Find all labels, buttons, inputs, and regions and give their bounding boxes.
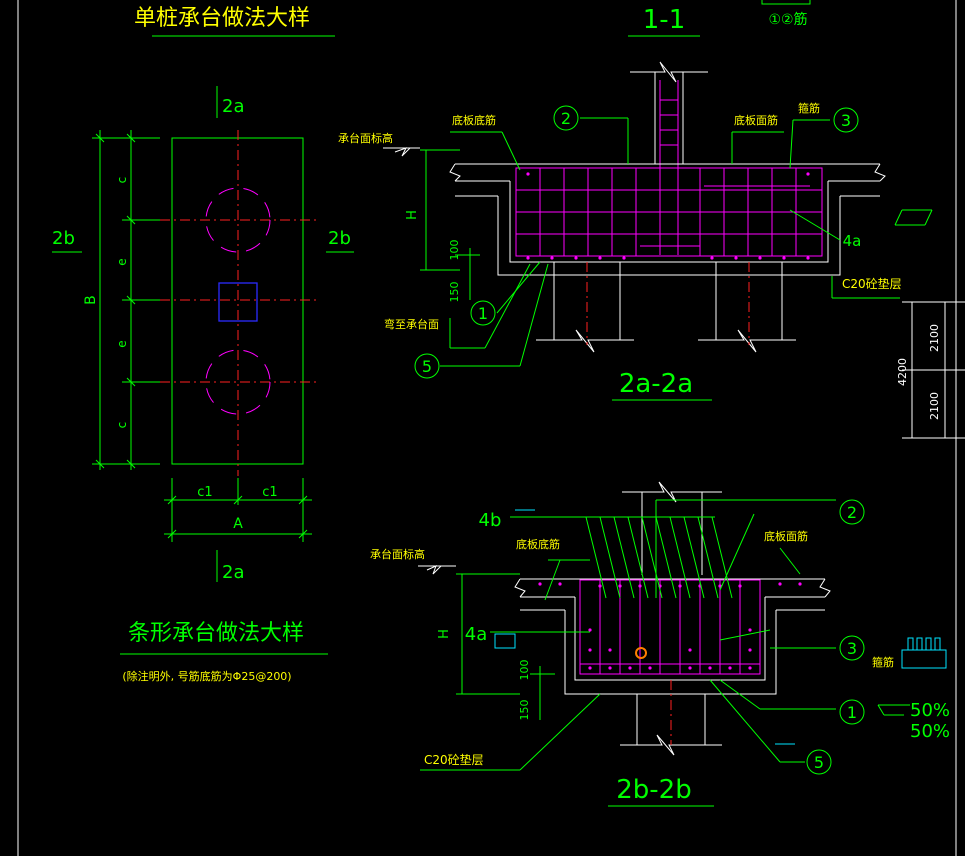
dim-H-upper: H	[405, 210, 420, 220]
svg-text:5: 5	[422, 357, 432, 376]
section-2a-2a: 2 3 4a 1 5 底板底筋 底板面筋 箍筋 承台面标高 弯至承台面 C20砼…	[338, 61, 933, 401]
dim-c1-left: c1	[197, 485, 212, 500]
label-cap-top-level-lower: 承台面标高	[370, 547, 425, 561]
svg-text:1: 1	[847, 703, 857, 722]
pct-50-upper: 50%	[910, 700, 950, 721]
marker-orange	[635, 647, 647, 659]
dim-150-upper: 150	[448, 282, 461, 303]
dim-lower-2100: 2100	[928, 392, 941, 420]
section-2a-2a-label: 2a-2a	[619, 369, 693, 399]
callout-4a-upper: 4a	[843, 232, 862, 250]
legend-box: ①②筋	[761, 0, 811, 28]
drawing-frame	[17, 0, 957, 856]
svg-text:3: 3	[847, 639, 857, 658]
section-2b-2b: 底板底筋 底板面筋 承台面标高 箍筋 C20砼垫层 H 100 150 4b 2…	[370, 481, 950, 807]
svg-text:1: 1	[478, 304, 488, 323]
plan-view: B c e e c c1 c1 A 2a 2a 2b 2b	[52, 86, 354, 583]
callout-1-lower	[839, 699, 865, 725]
dim-H-lower: H	[437, 629, 452, 639]
label-c20-cushion-lower: C20砼垫层	[424, 752, 484, 767]
cut-2b-right: 2b	[328, 228, 351, 249]
dim-e-upper: e	[115, 258, 129, 265]
label-stirrup-upper: 箍筋	[798, 101, 820, 115]
title-single-pile: 单桩承台做法大样	[134, 6, 335, 37]
label-c20-cushion-upper: C20砼垫层	[842, 276, 902, 291]
section-1-1-label: 1-1	[643, 5, 685, 35]
label-bent-to-cap-top: 弯至承台面	[384, 317, 439, 331]
callout-2-upper	[553, 105, 579, 131]
dim-c-bottom: c	[115, 422, 129, 429]
label-bottom-bottom-rebar-upper: 底板底筋	[452, 113, 496, 127]
dim-A: A	[233, 516, 243, 532]
label-cap-top-level-upper: 承台面标高	[338, 131, 393, 145]
dim-total-4200: 4200	[896, 358, 909, 386]
svg-text:5: 5	[814, 753, 824, 772]
dim-c1-right: c1	[262, 485, 277, 500]
section-2b-2b-label: 2b-2b	[616, 775, 691, 805]
callout-2-lower	[839, 499, 865, 525]
svg-text:2: 2	[847, 503, 857, 522]
label-stirrup-lower: 箍筋	[872, 655, 894, 669]
callout-5-lower	[806, 749, 832, 775]
legend-box-label: ①②筋	[768, 11, 807, 28]
section-title-1-1: 1-1	[628, 5, 700, 37]
column-rect	[218, 282, 258, 322]
callout-4a-lower: 4a	[465, 624, 487, 645]
svg-text:3: 3	[841, 111, 851, 130]
label-bottom-top-rebar-lower: 底板面筋	[764, 529, 808, 543]
callout-3-upper	[833, 107, 859, 133]
dim-c-top: c	[115, 177, 129, 184]
dim-100-upper: 100	[448, 240, 461, 261]
dim-e-lower: e	[115, 340, 129, 347]
right-dimension: 4200 2100 2100	[896, 301, 965, 439]
pct-50-lower: 50%	[910, 721, 950, 742]
dim-150-lower: 150	[518, 700, 531, 721]
cut-2b-left: 2b	[52, 228, 75, 249]
label-bottom-bottom-rebar-lower: 底板底筋	[516, 537, 560, 551]
callout-4b: 4b	[479, 510, 502, 531]
title-strip: 条形承台做法大样 (除注明外, 号筋底筋为Φ25@200)	[120, 621, 328, 683]
dim-100-lower: 100	[518, 660, 531, 681]
title-strip-text: 条形承台做法大样	[128, 621, 304, 646]
callout-1-upper	[470, 300, 496, 326]
label-bottom-top-rebar-upper: 底板面筋	[734, 113, 778, 127]
title-single-pile-text: 单桩承台做法大样	[134, 6, 310, 31]
callout-5-upper	[414, 353, 440, 379]
callout-3-lower	[839, 635, 865, 661]
dim-upper-2100: 2100	[928, 324, 941, 352]
cut-2a-top: 2a	[222, 96, 244, 117]
cut-2a-bottom: 2a	[222, 562, 244, 583]
title-strip-note: (除注明外, 号筋底筋为Φ25@200)	[122, 669, 291, 683]
svg-text:2: 2	[561, 109, 571, 128]
dim-B: B	[83, 295, 99, 305]
